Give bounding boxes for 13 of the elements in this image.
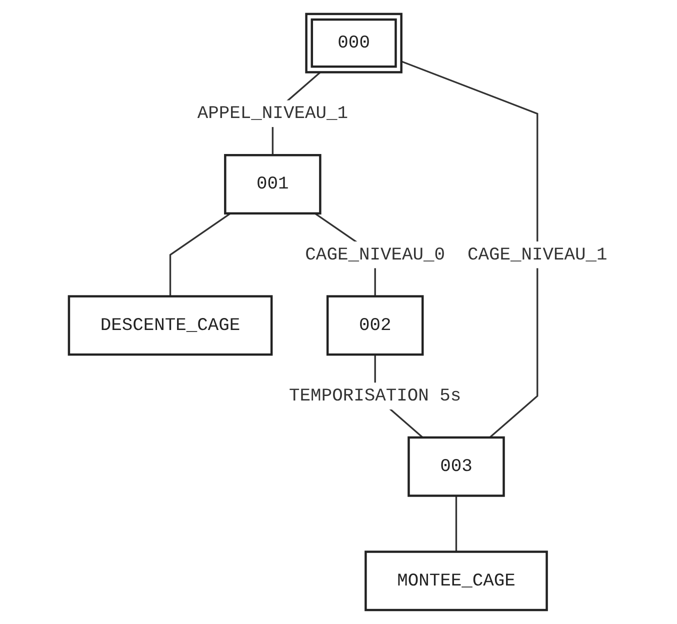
connector xyxy=(170,212,232,296)
node-box: 000 xyxy=(306,12,403,74)
node-box: 001 xyxy=(224,154,322,215)
edge-label: CAGE_NIVEAU_0 xyxy=(306,244,446,265)
connector xyxy=(456,496,458,552)
node-box: 003 xyxy=(408,436,506,497)
edge-label: CAGE_NIVEAU_1 xyxy=(468,244,608,265)
edge-label: APPEL_NIVEAU_1 xyxy=(198,104,348,124)
node-box: MONTEE_CAGE xyxy=(364,550,548,612)
connector xyxy=(401,60,539,438)
node-box: 002 xyxy=(326,295,424,356)
edge-label: TEMPORISATION 5s xyxy=(289,386,462,406)
node-box: DESCENTE_CAGE xyxy=(68,295,274,356)
